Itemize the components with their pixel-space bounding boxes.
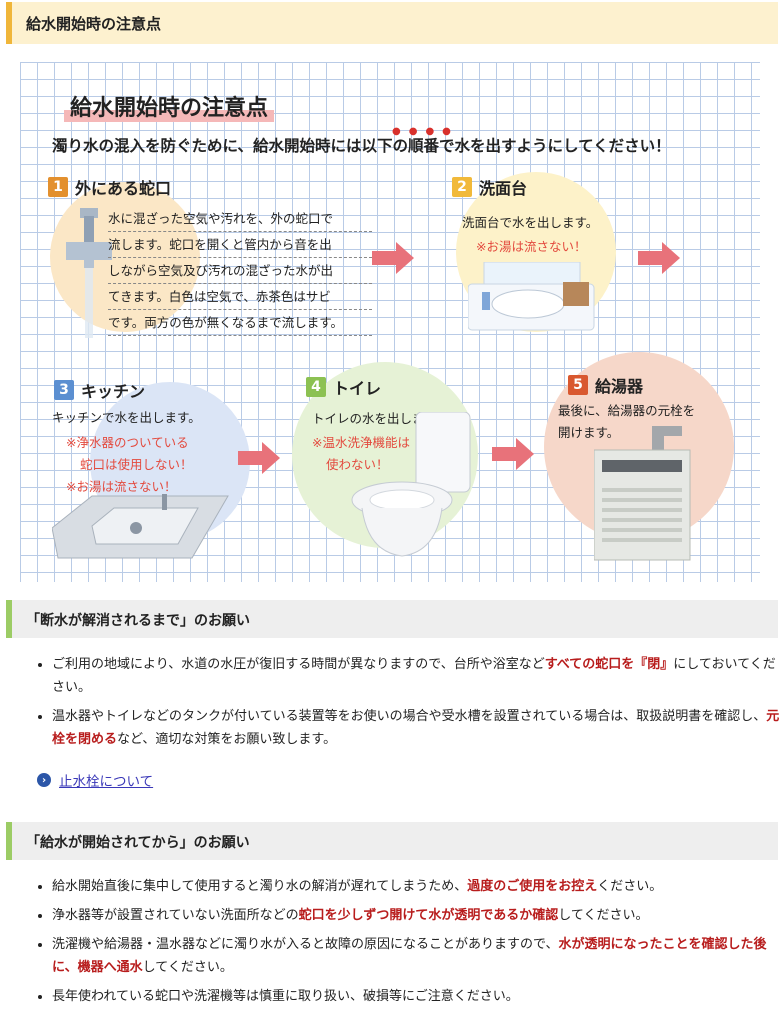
step4-note: ※温水洗浄機能は: [312, 435, 410, 450]
step-number: 4: [306, 377, 326, 397]
outdoor-faucet-icon: [66, 208, 112, 338]
step1-line: 流します。蛇口を開くと管内から音を出: [108, 232, 372, 258]
step1-description: 水に混ざった空気や汚れを、外の蛇口で 流します。蛇口を開くと管内から音を出 しな…: [108, 206, 372, 336]
step1-line: です。両方の色が無くなるまで流します。: [108, 310, 372, 336]
step-number: 5: [568, 375, 588, 395]
section-title: 給水開始時の注意点: [26, 15, 162, 33]
step4-note: 使わない！: [326, 457, 389, 472]
item-text: 浄水器等が設置されていない洗面所などの: [52, 908, 299, 923]
step3-note: ※お湯は流さない！: [66, 479, 177, 494]
step1-line: てきます。白色は空気で、赤茶色はサビ: [108, 284, 372, 310]
step5-description: 最後に、給湯器の元栓を 開けます。: [558, 400, 695, 444]
instruction-panel: 給水開始時の注意点 ●●●● 濁り水の混入を防ぐために、給水開始時には以下の順番…: [20, 62, 760, 582]
step2-heading: 2 洗面台: [452, 175, 527, 199]
item-text: してください。: [142, 960, 233, 975]
step3-heading: 3 キッチン: [54, 378, 145, 402]
item-text: 長年使われている蛇口や洗濯機等は慎重に取り扱い、破損等にご注意ください。: [52, 989, 519, 1004]
water-heater-icon: [594, 426, 691, 561]
step2-text: 洗面台で水を出します。: [462, 215, 599, 230]
section-header-after-start: 「給水が開始されてから」のお願い: [6, 822, 778, 860]
item-text: 温水器やトイレなどのタンクが付いている装置等をお使いの場合や受水槽を設置されてい…: [52, 709, 767, 724]
list-item: 浄水器等が設置されていない洗面所などの蛇口を少しずつ開けて水が透明であるか確認し…: [52, 904, 780, 927]
panel-subtitle: 濁り水の混入を防ぐために、給水開始時には以下の順番で水を出すようにしてください！: [52, 137, 671, 155]
emphasis-dots: ●●●●: [392, 126, 459, 137]
section-title: 「断水が解消されるまで」のお願い: [26, 613, 250, 629]
section-header-until-resolved: 「断水が解消されるまで」のお願い: [6, 600, 778, 638]
chevron-right-circle-icon: ›: [37, 773, 51, 787]
toilet-icon: [351, 412, 471, 557]
item-emphasis: 蛇口を少しずつ開けて水が透明であるか確認: [298, 908, 559, 923]
step2-note: ※お湯は流さない！: [476, 239, 587, 254]
list-item: 長年使われている蛇口や洗濯機等は慎重に取り扱い、破損等にご注意ください。: [52, 985, 780, 1008]
until-resolved-list: ご利用の地域により、水道の水圧が復旧する時間が異なりますので、台所や浴室などすべ…: [30, 653, 780, 757]
item-emphasis: 水が透明になったことを確認した後に、機器へ通水: [52, 937, 767, 975]
item-text: ご利用の地域により、水道の水圧が復旧する時間が異なりますので、台所や浴室など: [52, 657, 545, 672]
panel-title: 給水開始時の注意点: [64, 90, 275, 122]
list-item: 給水開始直後に集中して使用すると濁り水の解消が遅れてしまうため、過度のご使用をお…: [52, 875, 780, 898]
step-title: キッチン: [81, 382, 146, 401]
step3-note: 蛇口は使用しない！: [80, 457, 193, 472]
step1-line: しながら空気及び汚れの混ざった水が出: [108, 258, 372, 284]
item-text: 給水開始直後に集中して使用すると濁り水の解消が遅れてしまうため、: [52, 879, 468, 894]
step-title: 給湯器: [595, 377, 644, 396]
item-text: など、適切な対策をお願い致します。: [117, 732, 337, 747]
after-start-list: 給水開始直後に集中して使用すると濁り水の解消が遅れてしまうため、過度のご使用をお…: [30, 875, 780, 1014]
step4-text: トイレの水を出します。: [312, 411, 449, 426]
item-text: してください。: [558, 908, 649, 923]
item-emphasis: 元栓を閉める: [52, 709, 780, 747]
section-header-water-start: 給水開始時の注意点: [6, 2, 778, 44]
step4-heading: 4 トイレ: [306, 375, 381, 399]
section-title: 「給水が開始されてから」のお願い: [26, 835, 250, 851]
washbasin-icon: [468, 262, 595, 331]
step1-heading: 1 外にある蛇口: [48, 175, 171, 199]
list-item: 温水器やトイレなどのタンクが付いている装置等をお使いの場合や受水槽を設置されてい…: [52, 705, 780, 751]
item-text: 洗濯機や給湯器・温水器などに濁り水が入ると故障の原因になることがありますので、: [52, 937, 559, 952]
stop-valve-link[interactable]: 止水栓について: [59, 774, 154, 790]
step1-line: 水に混ざった空気や汚れを、外の蛇口で: [108, 206, 372, 232]
kitchen-sink-icon: [52, 494, 229, 559]
step-number: 1: [48, 177, 68, 197]
step5-heading: 5 給湯器: [568, 373, 643, 397]
list-item: ご利用の地域により、水道の水圧が復旧する時間が異なりますので、台所や浴室などすべ…: [52, 653, 780, 699]
step-number: 3: [54, 380, 74, 400]
step5-line: 開けます。: [558, 425, 620, 440]
step-number: 2: [452, 177, 472, 197]
step-title: 外にある蛇口: [75, 179, 172, 198]
list-item: 洗濯機や給湯器・温水器などに濁り水が入ると故障の原因になることがありますので、水…: [52, 933, 780, 979]
step3-text: キッチンで水を出します。: [52, 410, 201, 425]
item-text: にしておいてください。: [52, 657, 776, 695]
step3-note: ※浄水器のついている: [66, 435, 189, 450]
step-title: 洗面台: [479, 179, 528, 198]
item-emphasis: 過度のご使用をお控え: [467, 879, 598, 894]
item-text: ください。: [597, 879, 663, 894]
item-emphasis: すべての蛇口を『閉』: [544, 657, 674, 672]
step-title: トイレ: [333, 379, 382, 398]
stop-valve-link-row[interactable]: › 止水栓について: [37, 770, 153, 790]
step5-line: 最後に、給湯器の元栓を: [558, 403, 696, 418]
